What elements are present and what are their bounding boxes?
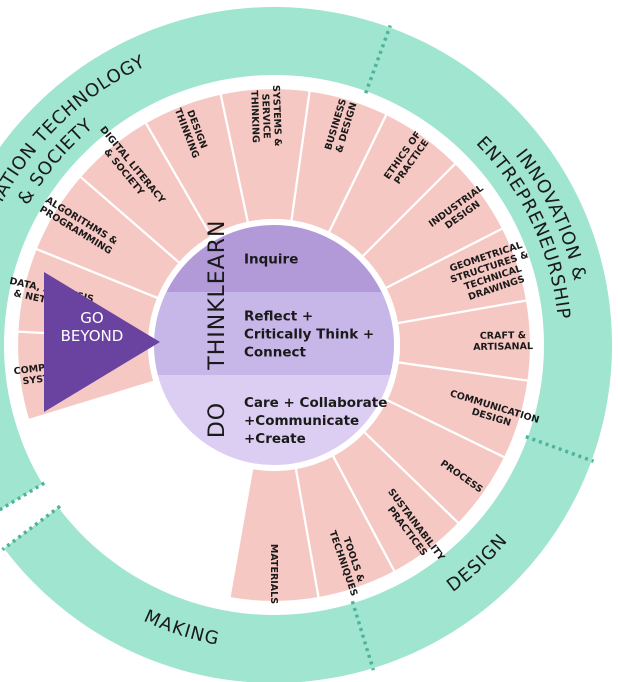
core-band-title: THINK xyxy=(205,297,230,370)
ring-divider xyxy=(0,481,46,512)
core-band-description: Reflect +Critically Think +Connect xyxy=(244,309,374,361)
ring-divider xyxy=(525,435,595,463)
core-band-title: LEARN xyxy=(205,220,230,298)
core-band-think xyxy=(154,292,394,375)
topic-segment: BUSINESS& DESIGN xyxy=(290,89,389,235)
topic-segment-label: MATERIALS xyxy=(268,544,279,604)
topic-segment: GEOMETRICALSTRUCTURES &TECHNICALDRAWINGS xyxy=(383,226,530,325)
topic-segment-label: SYSTEMS &SERVICETHINKING xyxy=(248,85,283,148)
go-beyond-triangle xyxy=(44,272,160,412)
topic-segment-label: CRAFT &ARTISANAL xyxy=(473,330,533,353)
topic-segment: MATERIALS xyxy=(228,466,320,604)
topic-segment-wedge xyxy=(228,466,320,604)
core-band-description: Inquire xyxy=(244,252,298,268)
topic-segment: CRAFT &ARTISANAL xyxy=(395,299,533,383)
core-band-title: DO xyxy=(205,402,230,438)
topic-segment: ETHICS OFPRACTICE xyxy=(327,112,458,259)
topic-segment: DESIGNTHINKING xyxy=(143,92,250,239)
ring-divider xyxy=(350,600,376,671)
topic-segment: ALGORITHMS &PROGRAMMING xyxy=(34,174,182,300)
topic-segment: TOOLS &TECHNIQUES xyxy=(294,453,397,600)
core-band-description: Care + Collaborate+Communicate+Create xyxy=(244,395,387,447)
ring-divider xyxy=(364,24,392,94)
ring-divider xyxy=(1,504,62,552)
topic-segment: PROCESS xyxy=(362,398,507,526)
